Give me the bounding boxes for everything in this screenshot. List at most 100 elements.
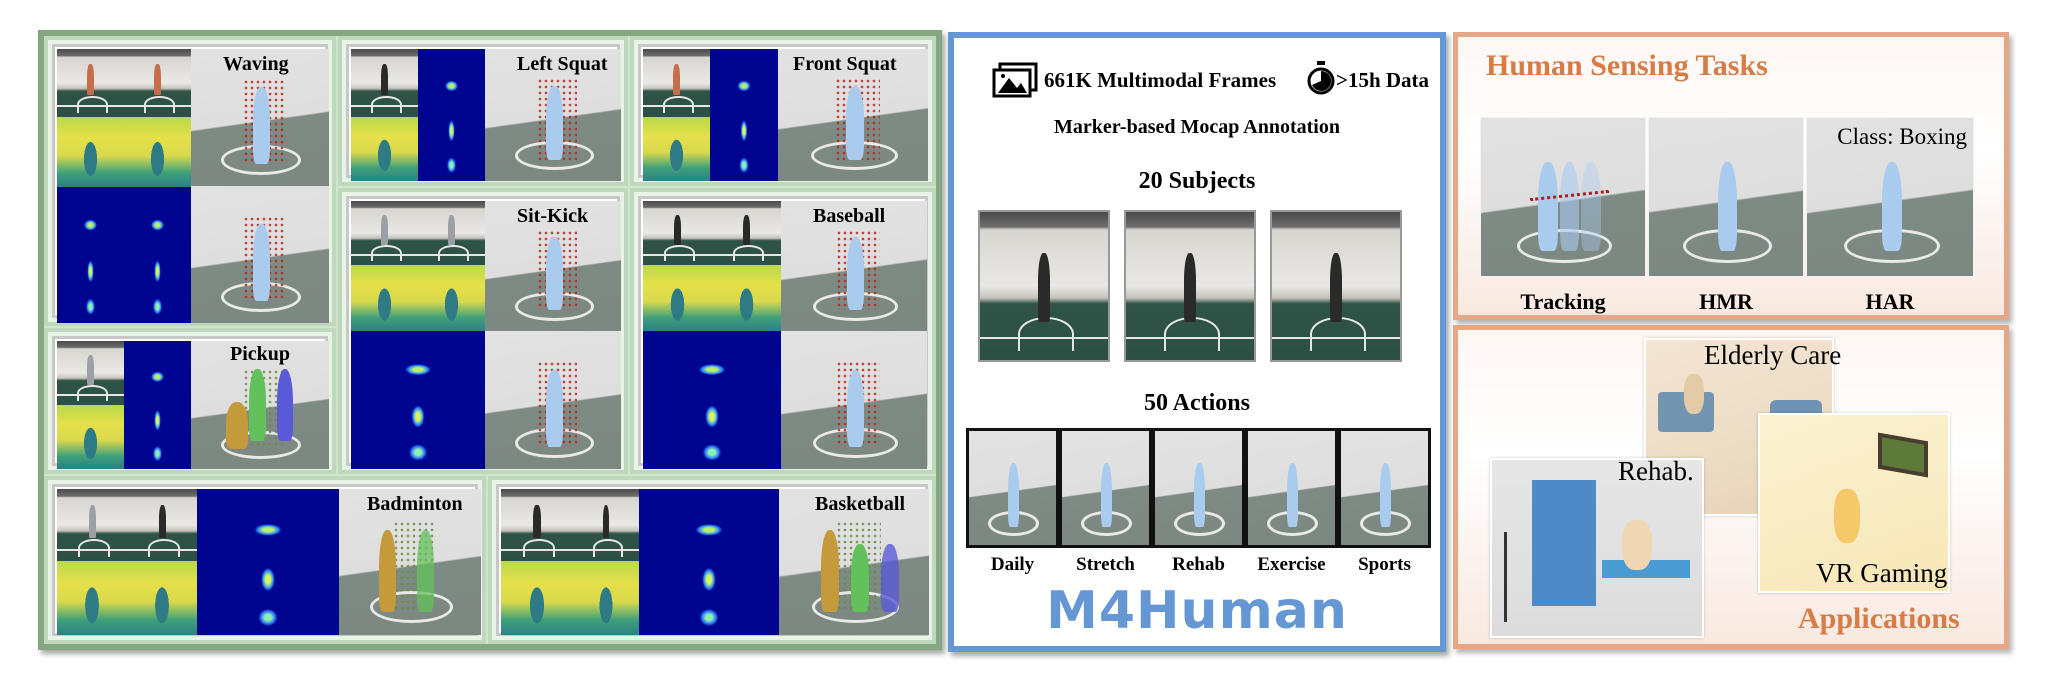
app-label-vr-gaming: VR Gaming	[1816, 558, 1948, 588]
mesh-render-multi-person	[779, 489, 929, 635]
depth-frame	[643, 265, 712, 331]
mesh-render	[191, 49, 329, 186]
rgb-frame	[712, 201, 781, 265]
panel-label: Waving	[223, 53, 289, 75]
mmwave-heatmap	[643, 331, 781, 469]
mesh-render	[781, 331, 927, 469]
sample-panel-badminton: Badminton	[44, 476, 486, 644]
task-image-tracking	[1480, 117, 1646, 277]
mmwave-heatmap	[351, 331, 485, 469]
tasks-title: Human Sensing Tasks	[1486, 49, 1768, 82]
depth-frame	[418, 265, 485, 331]
mesh-render	[191, 186, 329, 323]
image-stack-icon	[992, 62, 1038, 98]
task-label: HAR	[1865, 289, 1915, 314]
rgb-frame	[418, 201, 485, 265]
mesh-render	[485, 49, 621, 181]
app-label-elderly-care: Elderly Care	[1704, 340, 1842, 370]
sample-panel-baseball: Baseball	[630, 188, 936, 474]
mmwave-heatmap	[639, 489, 779, 635]
mmwave-heatmap	[710, 49, 778, 181]
illustration-rehab	[1490, 458, 1704, 638]
mesh-render	[485, 201, 621, 331]
brand-title: M4Human	[1046, 581, 1348, 641]
depth-frame	[351, 117, 418, 181]
task-label: HMR	[1699, 289, 1753, 314]
mesh-render	[781, 201, 927, 331]
panel-label: Baseball	[813, 205, 886, 227]
panel-label: Sit-Kick	[517, 205, 589, 227]
sample-panel-pickup: Pickup	[44, 328, 336, 474]
subject-photo	[978, 210, 1110, 362]
action-thumb-sports	[1338, 428, 1431, 548]
action-thumb-rehab	[1152, 428, 1245, 548]
applications-title: Applications	[1798, 602, 1960, 635]
mesh-render-multi-person	[191, 341, 329, 469]
rgb-frame	[351, 201, 418, 265]
rgb-frame	[643, 201, 712, 265]
subjects-title: 20 Subjects	[1138, 168, 1256, 194]
depth-frame	[643, 117, 710, 181]
app-label-rehab: Rehab.	[1618, 456, 1694, 486]
sample-panel-front-squat: Front Squat	[630, 36, 936, 186]
stopwatch-icon	[1307, 61, 1335, 95]
depth-frame	[573, 561, 639, 635]
dataset-overview-section: 661K Multimodal Frames >15h Data Marker-…	[948, 32, 1446, 652]
panel-label: Left Squat	[517, 53, 608, 75]
rgb-frame	[573, 489, 639, 561]
depth-frame	[57, 561, 127, 635]
action-thumb-stretch	[1059, 428, 1152, 548]
frames-stat: 661K Multimodal Frames	[1044, 68, 1277, 92]
action-label: Stretch	[1076, 554, 1135, 575]
action-label: Exercise	[1257, 554, 1326, 575]
depth-frame	[57, 405, 124, 469]
task-image-har: Class: Boxing	[1806, 117, 1974, 277]
depth-frame	[57, 117, 124, 187]
subject-photo	[1124, 210, 1256, 362]
rgb-frame	[57, 49, 124, 117]
depth-frame	[351, 265, 418, 331]
annotation-text: Marker-based Mocap Annotation	[1054, 116, 1340, 138]
panel-label: Basketball	[815, 493, 906, 515]
panel-label: Badminton	[367, 493, 463, 515]
mmwave-heatmap	[124, 341, 191, 469]
rgb-frame	[127, 489, 197, 561]
depth-frame	[124, 117, 191, 187]
action-label: Daily	[990, 554, 1035, 575]
mesh-render	[778, 49, 928, 181]
mesh-render	[485, 331, 621, 469]
mesh-render-multi-person	[339, 489, 481, 635]
panel-label: Pickup	[230, 343, 291, 365]
sample-panel-basketball: Basketball	[488, 476, 936, 644]
sample-panel-sit-kick: Sit-Kick	[338, 188, 628, 474]
depth-frame	[127, 561, 197, 635]
actions-title: 50 Actions	[1143, 390, 1250, 416]
mmwave-heatmap	[197, 489, 339, 635]
action-label: Sports	[1358, 554, 1411, 575]
rgb-frame	[351, 49, 418, 117]
illustration-vr-gaming	[1758, 413, 1950, 593]
action-thumb-daily	[966, 428, 1059, 548]
har-class-overlay: Class: Boxing	[1837, 124, 1967, 149]
rgb-frame	[643, 49, 710, 117]
duration-stat: >15h Data	[1336, 68, 1430, 92]
task-label: Tracking	[1520, 289, 1606, 314]
rgb-frame	[57, 341, 124, 405]
applications-section: Elderly Care Rehab. VR Gaming Applicatio…	[1453, 325, 2009, 649]
human-sensing-tasks-section: Human Sensing Tasks Class: Boxing Tracki…	[1453, 32, 2009, 320]
mmwave-heatmap	[57, 187, 124, 323]
rgb-frame	[57, 489, 127, 561]
task-image-hmr	[1648, 117, 1804, 277]
mmwave-heatmap	[124, 187, 191, 323]
sample-panel-waving: Waving	[44, 36, 336, 326]
depth-frame	[501, 561, 573, 635]
rgb-frame	[501, 489, 573, 561]
sample-panel-left-squat: Left Squat	[338, 36, 628, 186]
mmwave-heatmap	[418, 49, 485, 181]
rgb-frame	[124, 49, 191, 117]
panel-label: Front Squat	[793, 53, 897, 75]
dataset-samples-section: Waving Left Squat Front Squat	[38, 30, 942, 650]
action-label: Rehab	[1172, 554, 1225, 575]
subject-photo	[1270, 210, 1402, 362]
depth-frame	[712, 265, 781, 331]
